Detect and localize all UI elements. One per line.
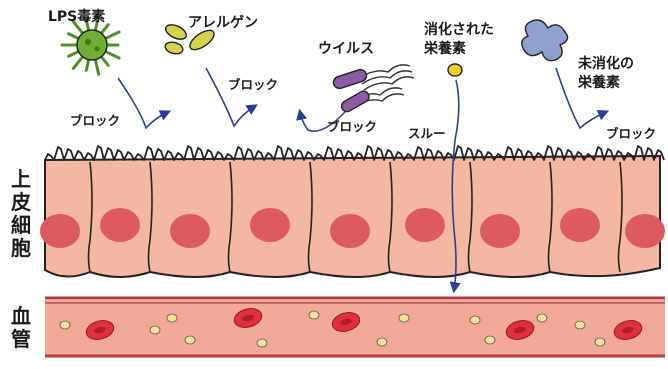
cell-nucleus bbox=[100, 208, 140, 242]
lps-toxin-label: LPS毒素 bbox=[48, 6, 105, 26]
digested-nutrient-icon bbox=[448, 64, 462, 76]
blood-vessel bbox=[45, 298, 665, 356]
cell-nucleus bbox=[405, 208, 445, 242]
epithelial-label-char-1: 上 bbox=[8, 168, 34, 191]
nutrient-through-label: スルー bbox=[408, 123, 446, 142]
virus-label: ウイルス bbox=[318, 38, 374, 58]
nutrient-particle bbox=[575, 321, 585, 329]
undigested-nutrient-icon bbox=[522, 20, 568, 61]
digested-nutrient-label-line2: 栄養素 bbox=[424, 38, 466, 58]
blood-vessel-label: 血 管 bbox=[8, 305, 34, 351]
nutrient-particle bbox=[485, 336, 495, 344]
cell-nucleus bbox=[170, 214, 210, 248]
nutrient-particle bbox=[377, 338, 387, 346]
virus-block-label: ブロック bbox=[327, 116, 377, 135]
epithelial-label-char-2: 皮 bbox=[8, 191, 34, 214]
digested-nutrient-label-line1: 消化された bbox=[424, 19, 494, 39]
blood-vessel-label-char-2: 管 bbox=[8, 328, 34, 351]
epithelial-layer bbox=[40, 146, 665, 277]
nutrient-particle bbox=[309, 311, 319, 319]
cell-nucleus bbox=[330, 214, 370, 248]
undigested-nutrient-label-line1: 未消化の bbox=[578, 53, 634, 73]
nutrient-particle bbox=[537, 314, 547, 322]
cell-nucleus bbox=[250, 208, 290, 242]
cell-nucleus bbox=[625, 214, 665, 248]
undigested-nutrient-label-line2: 栄養素 bbox=[578, 72, 620, 92]
cell-nucleus bbox=[560, 208, 600, 242]
blood-vessel-label-char-1: 血 bbox=[8, 305, 34, 328]
nutrient-particle bbox=[399, 314, 409, 322]
nutrient-particle bbox=[470, 316, 480, 324]
virus-icon bbox=[332, 65, 414, 114]
allergen-block-label: ブロック bbox=[228, 74, 278, 93]
cell-nucleus bbox=[40, 214, 80, 248]
epithelial-cell-label: 上 皮 細 胞 bbox=[8, 168, 34, 260]
nutrient-particle bbox=[185, 336, 195, 344]
allergen-label: アレルゲン bbox=[188, 12, 258, 32]
epithelial-label-char-4: 胞 bbox=[8, 237, 34, 260]
epithelial-label-char-3: 細 bbox=[8, 214, 34, 237]
nutrient-particle bbox=[150, 326, 160, 334]
nutrient-particle bbox=[60, 321, 70, 329]
undigested-block-label: ブロック bbox=[606, 123, 656, 142]
lps-block-arrow bbox=[118, 78, 168, 128]
nutrient-particle bbox=[167, 314, 177, 322]
nutrient-particle bbox=[595, 338, 605, 346]
cell-nucleus bbox=[480, 214, 520, 248]
lps-block-label: ブロック bbox=[70, 110, 120, 129]
nutrient-particle bbox=[257, 339, 267, 347]
